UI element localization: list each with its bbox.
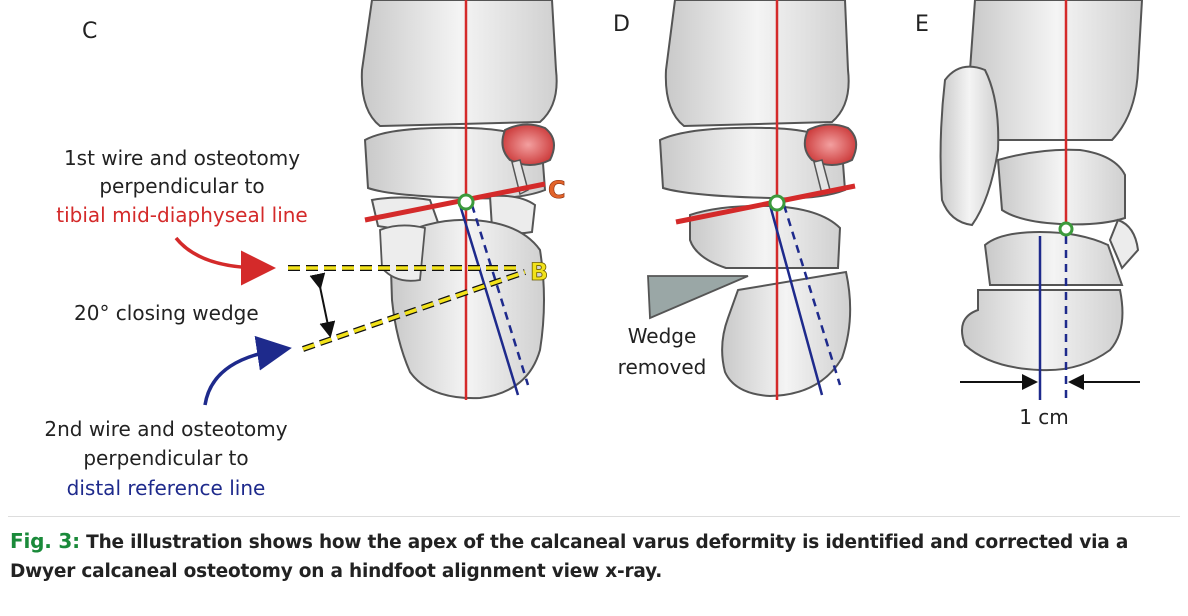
figure-canvas: C C B 1st wire and osteotomy [44, 0, 1144, 500]
label-wedge-removed-2: removed [618, 355, 707, 379]
panel-d-distal-line [768, 204, 824, 396]
panel-e: E 1 cm [915, 0, 1144, 429]
panel-d-lower-fragment [721, 270, 852, 398]
panel-e-apex [1058, 221, 1074, 237]
panel-c-first-wire [364, 181, 546, 223]
panel-c-point-b: B [530, 258, 548, 286]
panel-e-letter: E [915, 12, 929, 37]
panel-c-tibia [360, 0, 558, 128]
panel-d-first-wire [675, 183, 856, 225]
panel-c-distal-dashed [470, 204, 530, 386]
red-curved-arrow [174, 236, 276, 286]
label-first-wire-2: perpendicular to [99, 174, 264, 198]
panel-d-wedge [647, 275, 749, 320]
panel-e-fibula [939, 65, 1000, 227]
label-second-wire-2: perpendicular to [83, 446, 248, 470]
label-second-wire-1: 2nd wire and osteotomy [44, 417, 287, 441]
panel-c-point-c: C [548, 176, 566, 204]
panel-d-distal-dashed [782, 204, 842, 386]
caption-text: The illustration shows how the apex of t… [10, 532, 1129, 582]
label-wedge-removed-1: Wedge [628, 324, 697, 348]
panel-d-letter: D [613, 12, 630, 37]
panel-d-fibula [803, 123, 858, 166]
panel-e-lower-fragment [961, 289, 1124, 372]
panel-c-talus [363, 126, 547, 200]
label-first-wire-1: 1st wire and osteotomy [64, 146, 300, 170]
panel-c: C C B 1st wire and osteotomy [44, 0, 566, 500]
panel-c-calcaneus-tuber [379, 224, 426, 282]
label-closing-wedge: 20° closing wedge [74, 301, 259, 325]
panel-c-distal-line [458, 204, 520, 396]
panel-d: D Wedge removed [613, 0, 858, 400]
panel-c-wedge-arrow [309, 272, 336, 338]
panel-c-yellow-oblique-fill [302, 270, 526, 351]
panel-c-fibula-shaft [511, 159, 529, 196]
caption-figure-label: Fig. 3: [10, 529, 80, 553]
panel-c-apex [457, 193, 475, 211]
label-measurement: 1 cm [1019, 405, 1069, 429]
label-second-wire-3: distal reference line [67, 476, 266, 500]
panel-e-navicular [1108, 218, 1140, 270]
caption-divider [8, 516, 1180, 517]
blue-curved-arrow [203, 335, 292, 406]
panel-d-upper-fragment [689, 204, 842, 269]
panel-e-upper-fragment [983, 230, 1124, 286]
label-first-wire-3: tibial mid-diaphyseal line [56, 203, 307, 227]
figure-caption: Fig. 3: The illustration shows how the a… [10, 527, 1180, 586]
panel-d-apex [768, 194, 786, 212]
panel-c-fibula [501, 123, 555, 166]
panel-e-talus [996, 148, 1126, 226]
panel-c-letter: C [82, 19, 97, 44]
panel-d-tibia [664, 0, 850, 128]
